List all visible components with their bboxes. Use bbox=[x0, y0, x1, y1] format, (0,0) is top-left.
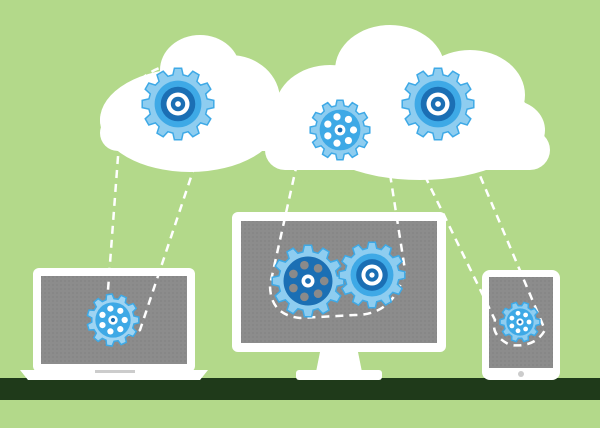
gear-icon bbox=[338, 241, 406, 309]
gear-icon bbox=[141, 67, 215, 141]
belt-lines bbox=[103, 63, 547, 347]
gear-icon bbox=[401, 67, 475, 141]
gear-icon bbox=[271, 244, 345, 318]
ground bbox=[0, 378, 600, 400]
gear-icon bbox=[86, 293, 140, 347]
gear-icon bbox=[499, 301, 541, 343]
gear-icon bbox=[309, 99, 371, 161]
